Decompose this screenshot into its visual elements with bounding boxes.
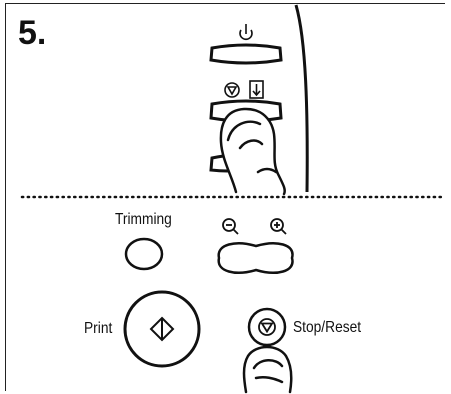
power-icon [240,24,252,39]
device-edge [296,5,307,192]
finger-illustration-bottom [244,347,291,392]
trimming-label: Trimming [115,212,172,228]
stop-icon [225,83,239,97]
trimming-button[interactable] [126,239,162,269]
paper-feed-icon [250,81,263,98]
zoom-out-icon [223,219,238,234]
print-label: Print [84,321,112,337]
power-button[interactable] [211,45,281,63]
stop-reset-button[interactable] [249,309,285,345]
zoom-in-icon [271,219,286,234]
finger-illustration-top [221,109,285,194]
stop-reset-label: Stop/Reset [293,320,361,336]
zoom-rocker-button[interactable] [219,243,293,272]
